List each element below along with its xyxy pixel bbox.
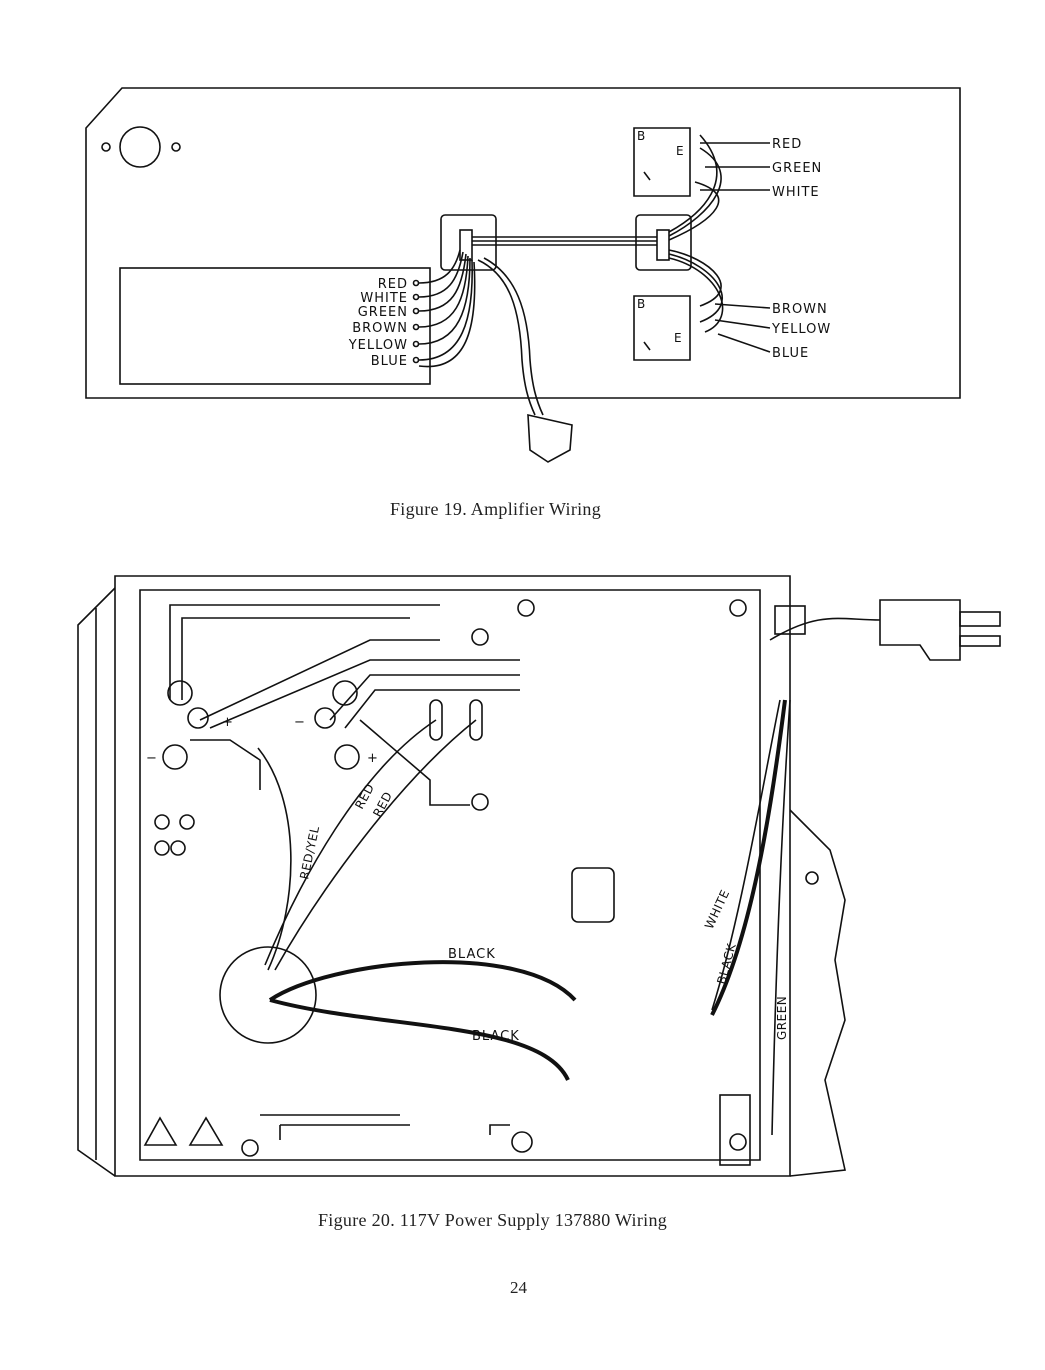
power-supply-side-panel: [77, 587, 116, 1177]
figure-20-caption: Figure 20. 117V Power Supply 137880 Wiri…: [318, 1210, 668, 1230]
mounting-hole: [119, 126, 161, 168]
callout-leaders: [700, 142, 771, 353]
callout-brown: BROWN: [772, 302, 828, 317]
upper-transistor-socket: [633, 127, 691, 197]
power-cord: [769, 617, 881, 641]
terminal-label-red: RED: [378, 277, 408, 292]
terminal-posts: [154, 599, 819, 1157]
figure-20-power-supply-wiring: + − − + RED/YEL RED RED: [77, 575, 1001, 1177]
label-green: GREEN: [775, 996, 789, 1040]
label-black-2: BLACK: [472, 1029, 520, 1044]
minus-mark-1: −: [294, 715, 306, 730]
center-cutout: [571, 867, 615, 923]
figure-19-amplifier-wiring: RED WHITE GREEN BROWN YELLOW BLUE: [85, 87, 961, 463]
callout-blue: BLUE: [772, 346, 809, 361]
terminal-label-yellow: YELLOW: [348, 338, 408, 353]
green-wire: [771, 699, 791, 1136]
connector-bus-wires: [472, 236, 657, 246]
cable-plug: [527, 413, 573, 463]
left-connector-block: [440, 214, 497, 271]
power-supply-inner-board: [139, 589, 761, 1161]
right-connector-block: [635, 214, 692, 271]
strain-relief: [774, 605, 806, 635]
red-wires: [257, 719, 477, 971]
black-wire-1: [268, 960, 577, 1002]
page-number: 24: [510, 1278, 527, 1297]
label-red-yel: RED/YEL: [297, 825, 322, 881]
callout-green: GREEN: [772, 161, 822, 176]
lower-transistor-socket: [633, 295, 691, 361]
callout-red: RED: [772, 137, 802, 152]
chassis-flange: [789, 809, 846, 1177]
terminal-label-green: GREEN: [358, 305, 408, 320]
label-black-1: BLACK: [448, 947, 496, 962]
lower-transistor-b: B: [637, 297, 646, 311]
power-plug: [879, 599, 961, 661]
screw-hole-left: [101, 142, 111, 152]
terminal-label-blue: BLUE: [371, 354, 408, 369]
black-wire-2: [269, 998, 570, 1081]
white-wire: [711, 699, 781, 1011]
label-white: WHITE: [702, 887, 732, 931]
plus-mark-2: +: [367, 751, 379, 766]
wire-harness: [418, 249, 476, 368]
upper-transistor-e: E: [676, 144, 684, 158]
callout-white: WHITE: [772, 185, 820, 200]
transistor-wire-loops: [668, 134, 724, 333]
terminal-label-white: WHITE: [360, 291, 408, 306]
black-wire-3: [710, 699, 787, 1016]
cable-to-plug: [477, 257, 544, 416]
amplifier-chassis-outline: [85, 87, 961, 399]
upper-transistor-b: B: [637, 129, 646, 143]
plug-blade-1: [959, 611, 1001, 627]
filter-capacitor: [219, 946, 317, 1044]
plus-mark-1: +: [222, 715, 234, 730]
bottom-right-tab: [719, 1094, 751, 1166]
terminal-label-brown: BROWN: [352, 321, 408, 336]
board-terminals: [412, 279, 420, 364]
printed-traces: [169, 604, 520, 1140]
screw-hole-right: [171, 142, 181, 152]
rectifier-pads: [143, 1116, 224, 1146]
figure-19-caption: Figure 19. Amplifier Wiring: [390, 499, 602, 519]
power-supply-chassis-outer: [114, 575, 791, 1177]
lower-transistor-e: E: [674, 331, 682, 345]
plug-blade-2: [959, 635, 1001, 647]
minus-mark-2: −: [146, 751, 158, 766]
callout-yellow: YELLOW: [771, 322, 831, 337]
